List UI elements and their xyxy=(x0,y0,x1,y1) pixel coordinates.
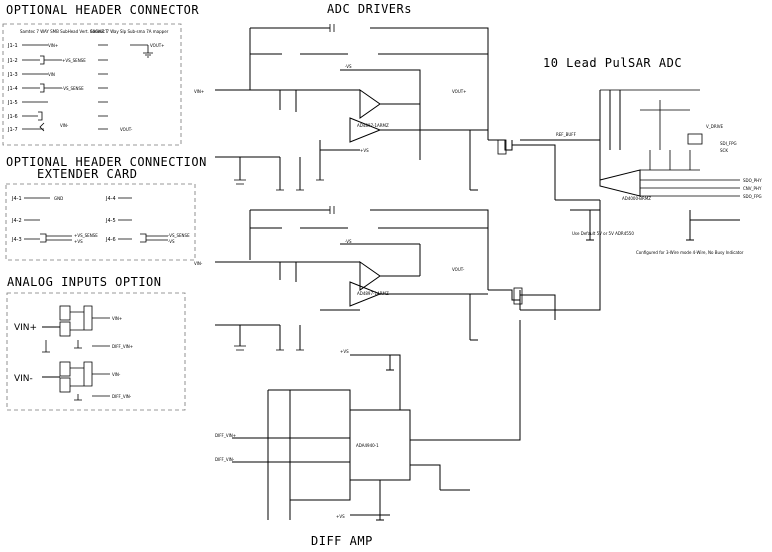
ext-net-gnd: GND xyxy=(54,196,63,201)
driver-rail-neg-bot: -VS xyxy=(345,239,352,244)
ext-pin-1: J4-1 xyxy=(11,196,22,202)
title-analog-inputs: ANALOG INPUTS OPTION xyxy=(7,275,162,289)
header-connector-content: Samtec 7 WAY SMB SubHead Vert. 60GHZ T S… xyxy=(7,29,169,133)
opamp-top-b xyxy=(349,117,382,143)
header-pin-3: J1-3 xyxy=(7,72,18,78)
adc-ref-note: Use Default 5V or 5V ADR4550 xyxy=(572,231,634,236)
adc-vdrive: V_DRIVE xyxy=(706,124,724,129)
header-pin-7: J1-7 xyxy=(7,127,18,133)
title-pulsar: 10 Lead PulSAR ADC xyxy=(543,56,682,70)
adc-sdi: SDI_FPG xyxy=(720,141,737,146)
adc-part: AD4000-BRMZ xyxy=(622,196,651,201)
box-analog-inputs xyxy=(6,292,186,411)
adc-config-note: Configured for 3-Wire mode 4-Wire, No Bu… xyxy=(636,250,744,255)
opamp-bot-b xyxy=(349,281,382,307)
box-extender xyxy=(5,183,196,261)
title-adc-drivers: ADC DRIVERs xyxy=(327,2,412,16)
analog-out-vinp: VIN+ xyxy=(112,316,122,321)
diffamp-in-pos: DIFF_VIN+ xyxy=(215,433,236,438)
title-extender-line2: EXTENDER CARD xyxy=(37,167,137,181)
adc-chip xyxy=(599,169,641,197)
header-net-vinp: VIN+ xyxy=(48,43,58,48)
header-pin-6: J1-6 xyxy=(7,114,18,120)
header-net-vs-sense: +VS_SENSE xyxy=(62,58,86,63)
opamp-top-a xyxy=(359,89,381,119)
analog-out-diff-vinp: DIFF_VIN+ xyxy=(112,344,133,349)
adc-cnv: CNV_PHY xyxy=(743,186,762,191)
title-optional-header: OPTIONAL HEADER CONNECTOR xyxy=(6,3,199,17)
driver-net-vinp: VIN+ xyxy=(194,89,204,94)
ext-net-vs: +VS xyxy=(74,239,83,244)
adc-vdrive-resistor xyxy=(687,133,703,145)
adc-sdo2: SDO_FPG xyxy=(743,194,762,199)
adc-section: V_DRIVE SDI_FPG SCK SDO_PHY CNV_PHY SDO_… xyxy=(519,89,762,311)
adc-driver-top: VIN+ AD4897-1ARMZ VOUT+ +VS -VS xyxy=(194,24,556,200)
title-diff-amp: DIFF AMP xyxy=(311,534,373,548)
driver-rail-neg-top: -VS xyxy=(345,64,352,69)
ext-net-neg-vs-sense: -VS_SENSE xyxy=(168,233,190,238)
adc-driver-bottom: VIN- AD4897-1ARMZ VOUT- -VS xyxy=(194,206,556,351)
diffamp-rail-bot: +VS xyxy=(336,514,345,519)
driver-net-vinm: VIN- xyxy=(194,261,203,266)
adc-ref-label: REF_BUFF xyxy=(556,132,577,137)
header-note-right: Samtec 7 Way Slp Sub-sma 7A mapper xyxy=(90,29,169,34)
driver-vout-top: VOUT+ xyxy=(452,89,467,94)
diffamp-part: ADA4940-1 xyxy=(356,443,379,448)
header-net-vinm: VIN- xyxy=(60,123,69,128)
header-net-voutm: VOUT- xyxy=(120,127,133,132)
ext-pin-4: J4-4 xyxy=(105,196,116,202)
ext-net-vs-sense: +VS_SENSE xyxy=(74,233,98,238)
bot-output-cap xyxy=(513,287,523,305)
opamp-bot-a xyxy=(359,261,381,291)
extender-content: J4-1 J4-2 J4-3 J4-4 J4-5 J4-6 GND +VS_SE… xyxy=(11,196,190,244)
top-output-cap xyxy=(497,139,507,155)
ext-pin-5: J4-5 xyxy=(105,218,116,224)
header-pin-5: J1-5 xyxy=(7,100,18,106)
analog-vin-neg: VIN- xyxy=(14,374,33,384)
header-note-left: Samtec 7 WAY SMB SubHead Vert. 60GHZ T xyxy=(20,29,108,34)
header-net-vin: VIN xyxy=(48,72,55,77)
analog-vin-pos: VIN+ xyxy=(14,323,37,333)
header-pin-1: J1-1 xyxy=(7,43,18,49)
adc-sdo: SDO_PHY xyxy=(743,178,762,183)
analog-out-diff-vinm: DIFF_VIN- xyxy=(112,394,132,399)
diffamp-in-neg: DIFF_VIN- xyxy=(215,457,235,462)
ext-pin-6: J4-6 xyxy=(105,237,116,243)
driver-top-part: AD4897-1ARMZ xyxy=(357,123,389,128)
driver-vout-bot: VOUT- xyxy=(452,267,465,272)
driver-rail-pos-top: +VS xyxy=(360,148,369,153)
driver-bot-part: AD4897-1ARMZ xyxy=(357,291,389,296)
header-pin-4: J1-4 xyxy=(7,86,18,92)
ext-net-neg-vs: -VS xyxy=(168,239,175,244)
adc-sck: SCK xyxy=(720,148,728,153)
diffamp-rail-top: +VS xyxy=(340,349,349,354)
box-header-connector xyxy=(2,23,182,146)
title-extender-line1: OPTIONAL HEADER CONNECTION xyxy=(6,155,207,169)
ext-pin-2: J4-2 xyxy=(11,218,22,224)
header-net-neg-vs-sense: -VS_SENSE xyxy=(62,86,84,91)
header-net-voutp: VOUT+ xyxy=(150,43,165,48)
diff-amp-section: DIFF_VIN+ DIFF_VIN- ADA4940-1 +VS +VS xyxy=(215,320,521,521)
ext-pin-3: J4-3 xyxy=(11,237,22,243)
header-pin-2: J1-2 xyxy=(7,58,18,64)
analog-inputs-content: VIN+ VIN- VIN+ DIFF_VIN+ VIN- DIFF_VIN- xyxy=(14,305,133,401)
analog-out-vinm: VIN- xyxy=(112,372,121,377)
